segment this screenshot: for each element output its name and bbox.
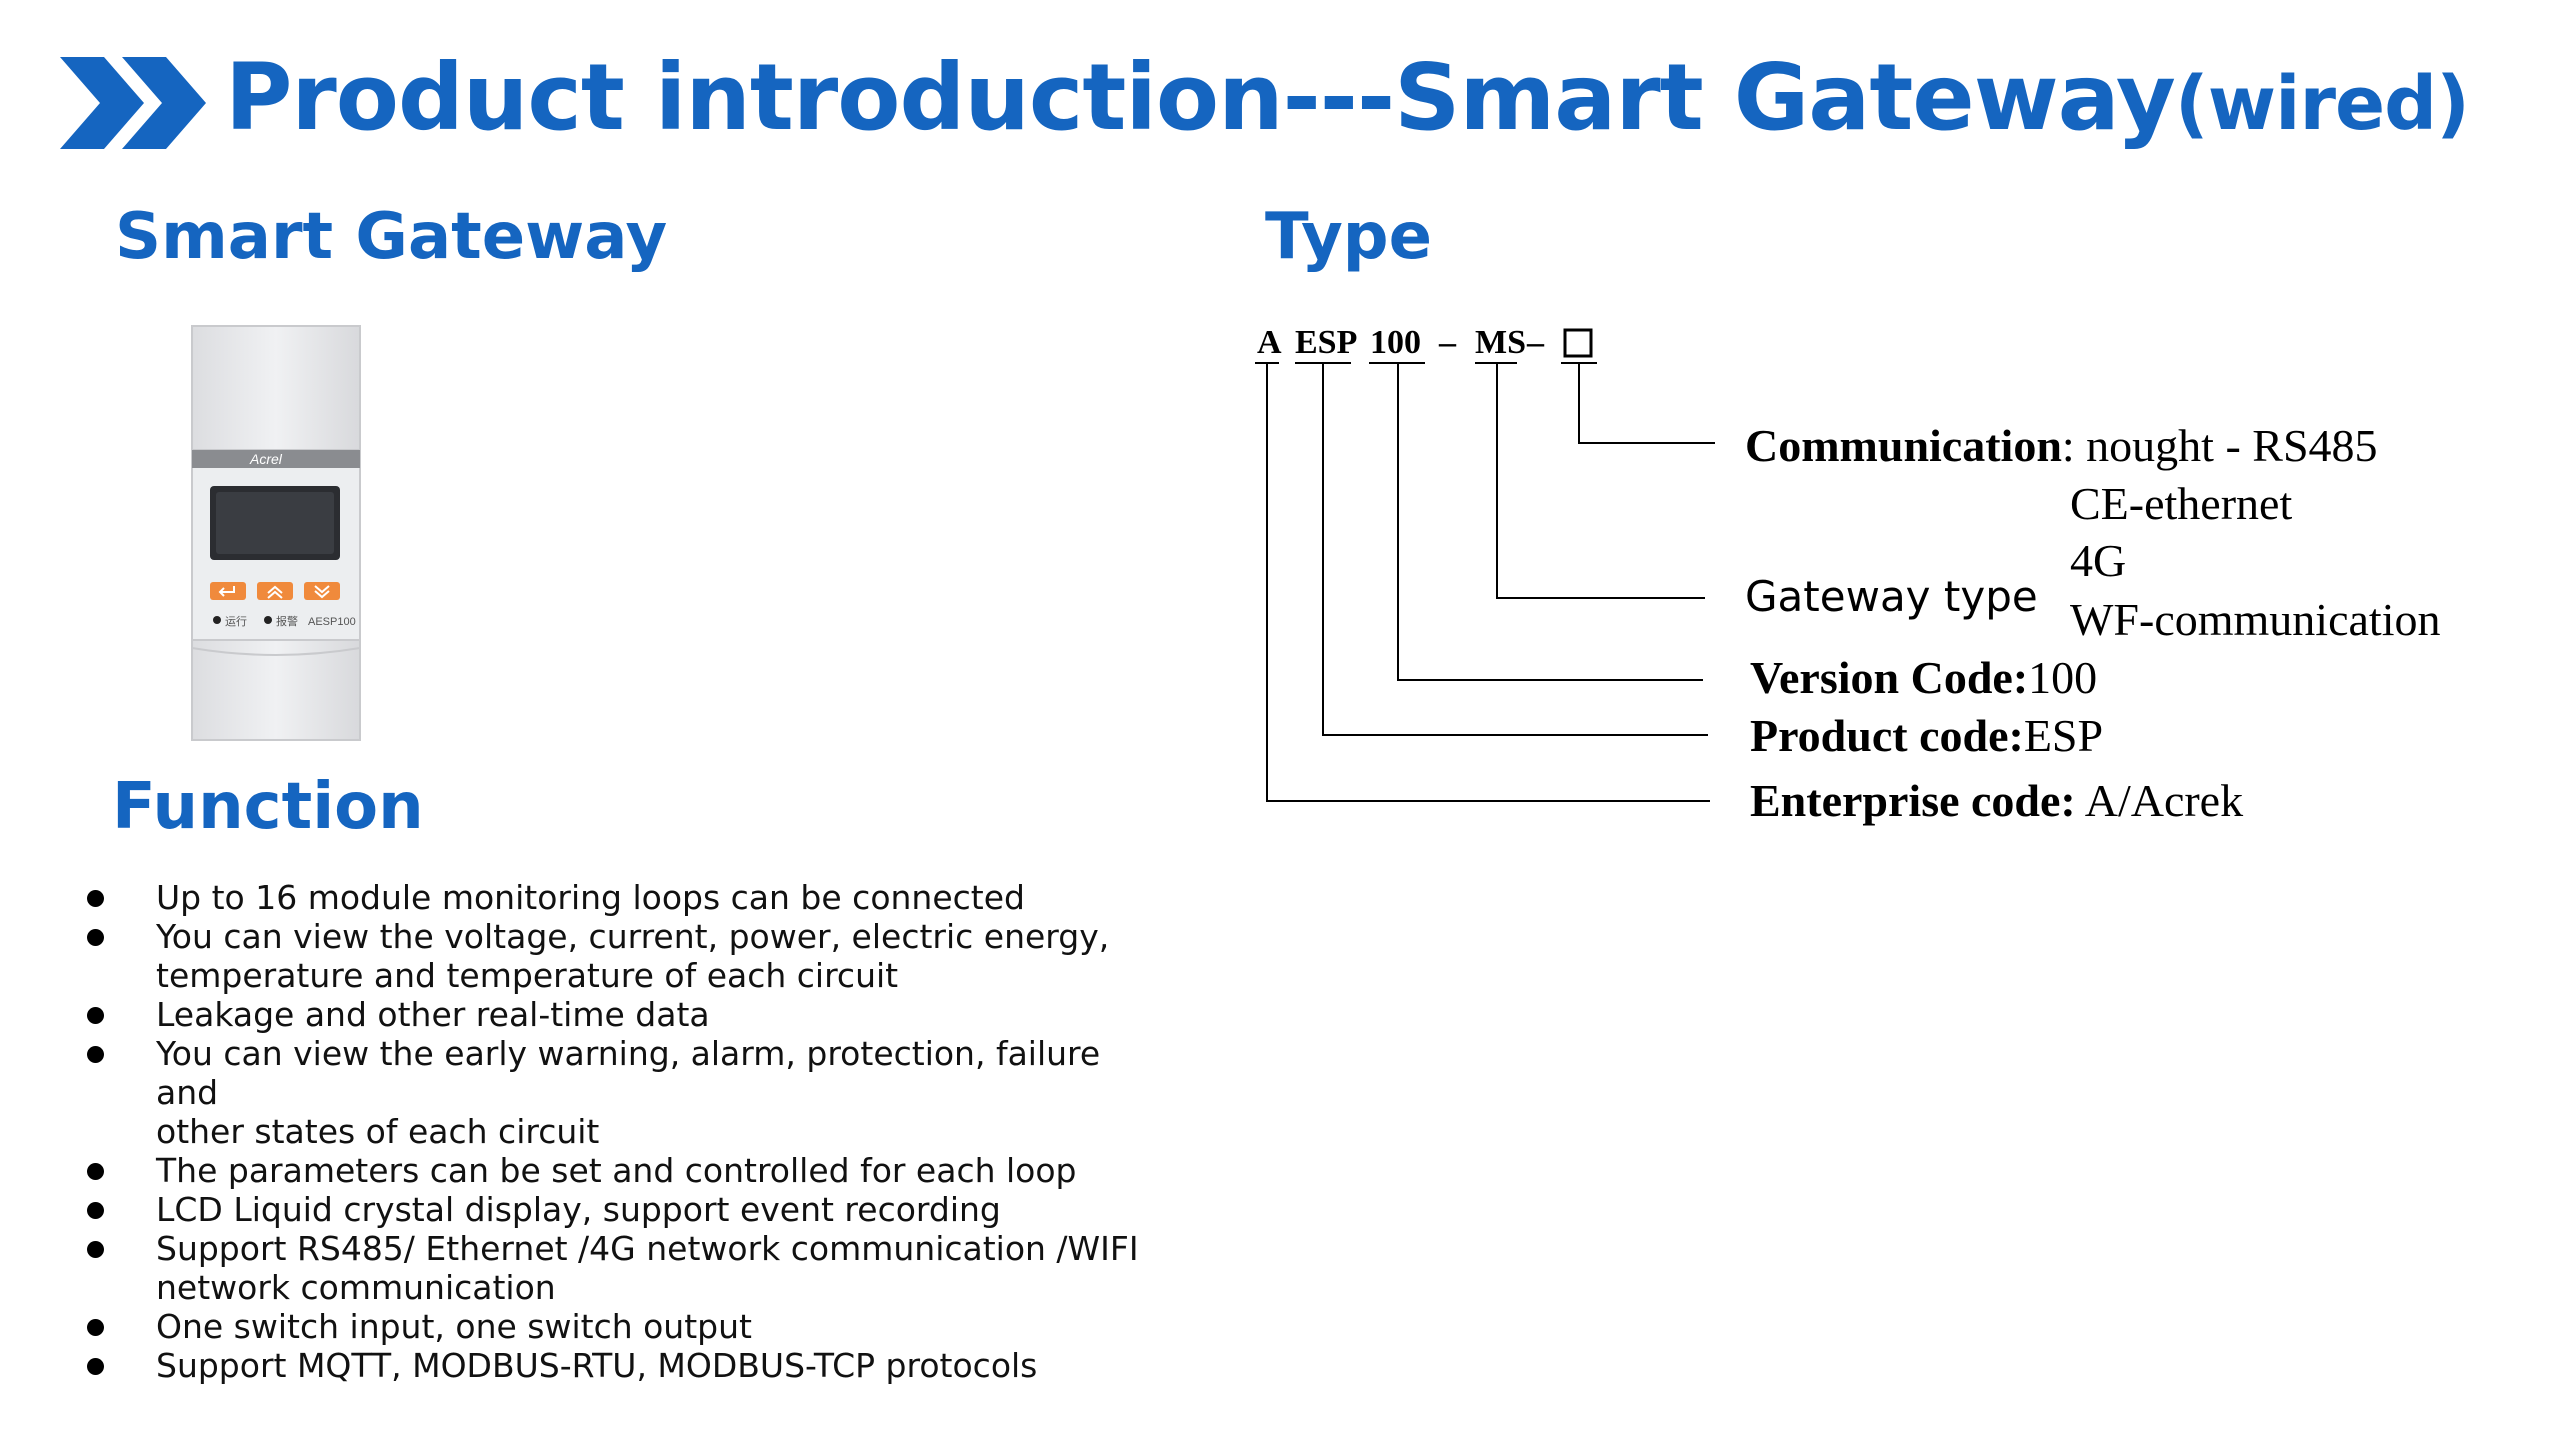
communication-row: Communication: nought - RS485 [1745, 423, 2378, 469]
code-product: ESP [1295, 325, 1357, 361]
bullet-icon [87, 1319, 104, 1336]
product-code-label: Product code: [1750, 710, 2024, 761]
version-code-value: 100 [2028, 652, 2098, 703]
communication-option-1: CE-ethernet [2070, 478, 2293, 529]
product-code-value: ESP [2023, 710, 2104, 761]
section-heading-type: Type [1265, 200, 1432, 274]
section-heading-smart-gateway: Smart Gateway [115, 200, 668, 274]
bullet-icon [87, 1358, 104, 1375]
bullet-icon [87, 1202, 104, 1219]
page-title-suffix: (wired) [2174, 61, 2470, 147]
enter-icon [218, 586, 235, 597]
code-dash-2: – [1526, 325, 1545, 361]
product-code-row: Product code:ESP [1750, 713, 2103, 759]
communication-option-3: WF-communication [2070, 594, 2441, 645]
code-communication-box [1563, 328, 1593, 358]
bullet-icon [87, 1163, 104, 1180]
code-enterprise: A [1257, 325, 1282, 361]
alarm-indicator-label: 报警 [276, 614, 298, 628]
bullet-icon [87, 929, 104, 946]
up-chevron-icon [267, 585, 283, 599]
code-type: MS [1475, 325, 1526, 361]
bullet-icon [87, 890, 104, 907]
list-item: Up to 16 module monitoring loops can be … [78, 878, 1158, 917]
gateway-type-label: Gateway type [1745, 572, 2038, 621]
list-item: Support MQTT, MODBUS-RTU, MODBUS-TCP pro… [78, 1346, 1158, 1385]
list-item: You can view the early warning, alarm, p… [78, 1034, 1158, 1151]
down-chevron-icon [314, 585, 330, 599]
version-code-row: Version Code:100 [1750, 655, 2097, 701]
page-title: Product introduction---Smart Gateway(wir… [225, 52, 2470, 147]
list-item: You can view the voltage, current, power… [78, 917, 1158, 995]
run-indicator-label: 运行 [225, 615, 247, 628]
double-chevron-icon [60, 57, 206, 149]
enterprise-code-label: Enterprise code: [1750, 775, 2076, 826]
code-dash-1: – [1438, 325, 1457, 361]
communication-option-2: 4G [2070, 535, 2127, 586]
version-code-label: Version Code: [1750, 652, 2029, 703]
list-item: Leakage and other real-time data [78, 995, 1158, 1034]
list-item: One switch input, one switch output [78, 1307, 1158, 1346]
bullet-icon [87, 1007, 104, 1024]
page-title-main: Product introduction---Smart Gateway [225, 44, 2176, 151]
enterprise-code-value: A/Acrek [2075, 775, 2244, 826]
bullet-icon [87, 1241, 104, 1258]
run-indicator-icon [213, 616, 221, 624]
function-list: Up to 16 module monitoring loops can be … [78, 878, 1158, 1385]
gateway-device-image: Acrel 运行 报警 AESP100 [191, 325, 361, 741]
section-heading-function: Function [112, 770, 424, 844]
list-item: The parameters can be set and controlled… [78, 1151, 1158, 1190]
type-code-diagram: A ESP 100 – MS – [1255, 325, 1715, 802]
alarm-indicator-icon [264, 616, 272, 624]
bullet-icon [87, 1046, 104, 1063]
list-item: Support RS485/ Ethernet /4G network comm… [78, 1229, 1158, 1307]
list-item: LCD Liquid crystal display, support even… [78, 1190, 1158, 1229]
device-brand-label: Acrel [249, 451, 283, 467]
device-model-label: AESP100 [308, 616, 356, 628]
communication-option-0: : nought - RS485 [2061, 420, 2378, 471]
communication-label: Communication [1745, 420, 2062, 471]
enterprise-code-row: Enterprise code: A/Acrek [1750, 778, 2243, 824]
code-version: 100 [1370, 325, 1421, 361]
